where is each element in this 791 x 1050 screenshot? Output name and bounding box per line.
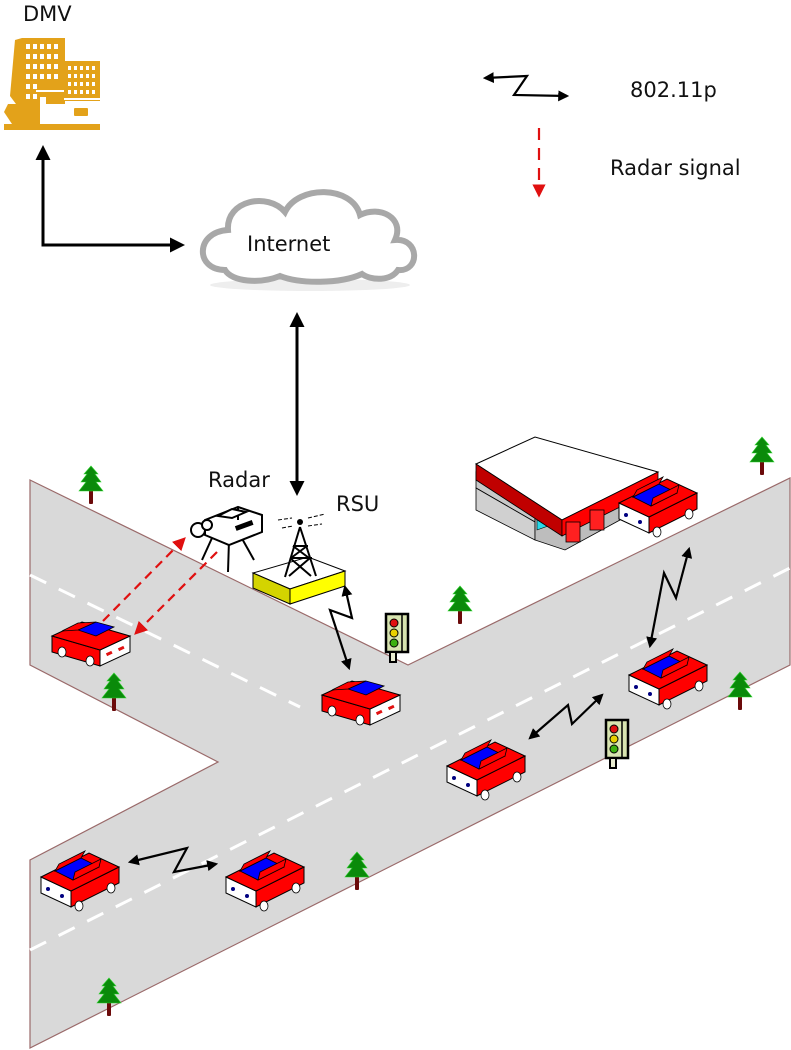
- tree-icon: [447, 585, 473, 625]
- v2v-link-middle: [528, 693, 604, 740]
- legend-label-802-11p: 802.11p: [630, 78, 717, 102]
- radar-signal-return: [134, 551, 218, 635]
- radar-signal-outgoing: [102, 537, 186, 622]
- v2i-link-gas-station-car: [646, 546, 693, 649]
- dmv-label: DMV: [23, 2, 72, 26]
- rsu-label: RSU: [336, 492, 380, 516]
- dmv-internet-link: [35, 145, 185, 253]
- v2i-link-rsu-car: [328, 584, 354, 671]
- road-network: [29, 477, 791, 1049]
- road-surface: [29, 477, 791, 1049]
- wireless-zigzag-arrow-icon: [482, 72, 570, 102]
- rsu-icon: [251, 513, 347, 605]
- gas-station-icon: [474, 436, 660, 551]
- internet-label: Internet: [247, 232, 331, 256]
- internet-cloud-icon: [199, 189, 418, 291]
- traffic-light-icon: [604, 718, 630, 770]
- v2v-link-lower: [127, 846, 219, 874]
- radar-label: Radar: [208, 468, 270, 492]
- radar-camera-icon: [190, 505, 263, 573]
- tree-icon: [749, 436, 775, 476]
- tree-icon: [78, 465, 104, 505]
- traffic-light-icon: [384, 612, 410, 664]
- dmv-building-icon: [4, 38, 100, 130]
- legend-label-radar-signal: Radar signal: [610, 156, 741, 180]
